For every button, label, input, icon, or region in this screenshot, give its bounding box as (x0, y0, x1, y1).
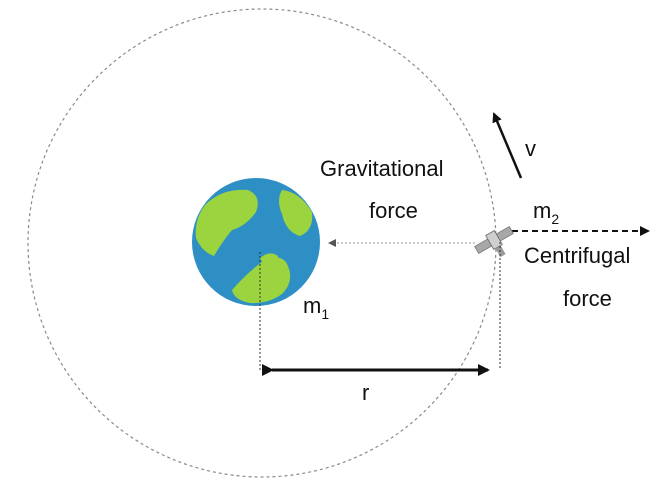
gravitational-force-text: force (369, 198, 418, 223)
m1-base: m (303, 293, 322, 318)
radius-label: r (362, 380, 369, 406)
velocity-arrow (492, 112, 523, 179)
centrifugal-force-label-line1: Centrifugal (524, 243, 630, 269)
velocity-text: v (525, 136, 536, 161)
m2-base: m (533, 198, 552, 223)
centrifugal-force-label-line2: force (563, 286, 612, 312)
velocity-label: v (525, 136, 536, 162)
m2-sub: 2 (551, 211, 560, 227)
centrifugal-text: Centrifugal (524, 243, 631, 268)
gravitational-text: Gravitational (320, 156, 444, 181)
centrifugal-force-text: force (563, 286, 612, 311)
radius-text: r (362, 380, 370, 405)
m2-label: m2 (533, 198, 560, 227)
m1-sub: 1 (321, 306, 330, 322)
satellite-icon (474, 225, 514, 258)
gravitational-force-label-line1: Gravitational (320, 156, 444, 182)
earth-icon (192, 178, 320, 306)
gravitational-force-label-line2: force (369, 198, 418, 224)
m1-label: m1 (303, 293, 330, 322)
